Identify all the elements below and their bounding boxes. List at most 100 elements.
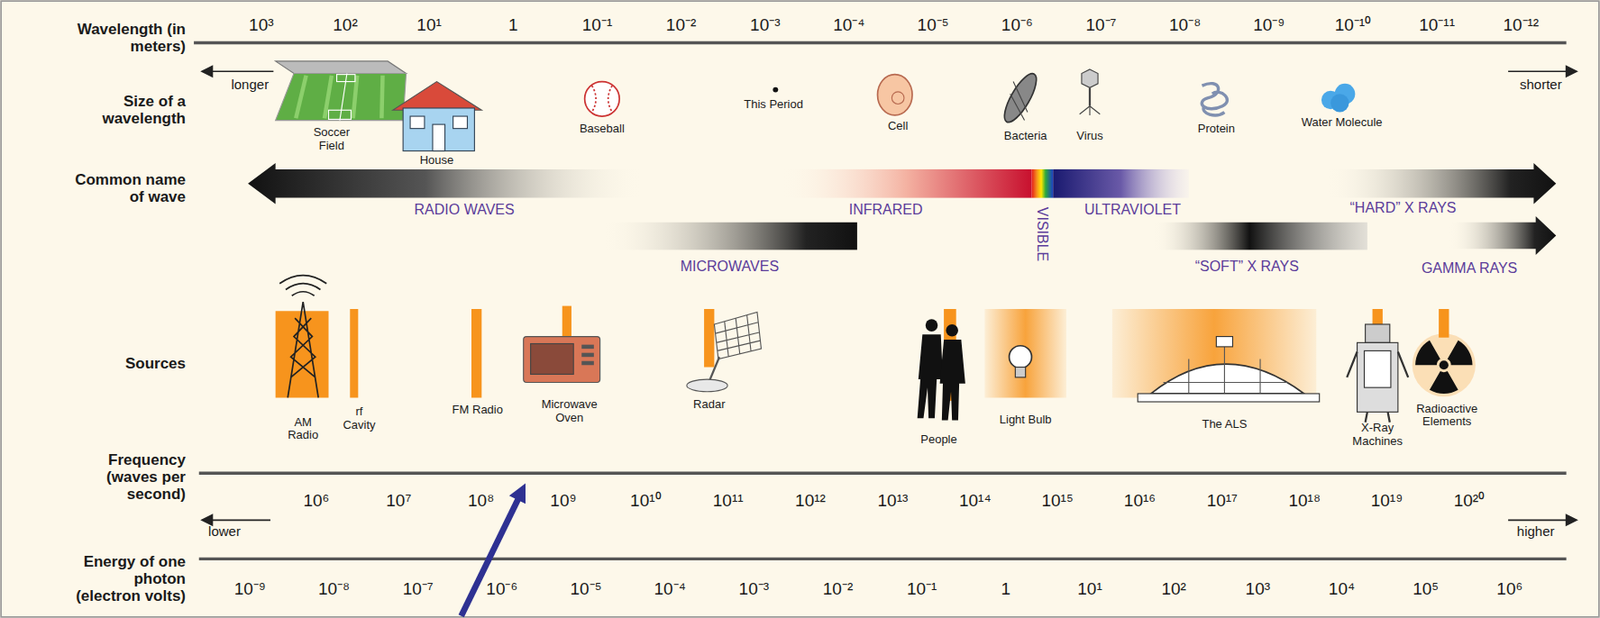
wavelength-tick: 10⁻⁹ xyxy=(1252,16,1285,36)
row-heading: Size of a wavelength xyxy=(68,92,186,128)
spectrum-path xyxy=(1415,340,1441,366)
spectrum-ellipse xyxy=(686,379,728,393)
spectrum-g xyxy=(329,73,356,121)
size-label: Virus xyxy=(1076,128,1103,143)
spectrum-rect xyxy=(1357,342,1399,412)
spectrum-rect xyxy=(402,108,475,152)
frequency-tick: 10¹⁷ xyxy=(1206,491,1238,511)
spectrum-line xyxy=(1508,519,1570,522)
size-label: Soccer Field xyxy=(307,127,357,154)
frequency-tick: 10²⁰ xyxy=(1453,491,1485,511)
spectrum-rect xyxy=(453,116,468,129)
source-label: People xyxy=(920,433,957,448)
spectrum-path xyxy=(713,311,761,359)
wave-name: ULTRAVIOLET xyxy=(1084,201,1181,219)
spectrum-path xyxy=(592,85,613,112)
spectrum-polygon xyxy=(1566,515,1577,526)
size-label: Baseball xyxy=(579,121,625,136)
spectrum-line xyxy=(461,499,519,617)
size-label: Protein xyxy=(1197,121,1235,136)
spectrum-circle xyxy=(585,82,620,117)
wavelength-tick: 10¹ xyxy=(416,16,441,36)
energy-tick: 10⁻⁵ xyxy=(569,580,602,600)
spectrum-polygon xyxy=(1448,216,1556,256)
spectrum-line xyxy=(193,41,1567,45)
wavelength-tick: 10⁻² xyxy=(666,16,696,36)
energy-tick: 10³ xyxy=(1245,580,1271,600)
spectrum-polygon xyxy=(393,82,482,111)
spectrum-path xyxy=(1429,371,1459,394)
size-label: House xyxy=(420,153,455,167)
spectrum-rect xyxy=(602,222,858,251)
spectrum-g xyxy=(917,319,966,421)
frequency-tick: 10¹⁵ xyxy=(1041,491,1073,511)
spectrum-ellipse xyxy=(877,74,913,116)
size-label: Cell xyxy=(887,119,908,134)
wavelength-tick: 10² xyxy=(332,16,357,36)
row-heading: Wavelength (in meters) xyxy=(68,20,186,55)
frequency-tick: 10¹⁹ xyxy=(1371,491,1404,511)
spectrum-polygon xyxy=(201,66,212,77)
spectrum-rect xyxy=(410,116,425,129)
spectrum-path xyxy=(1010,82,1028,121)
spectrum-g xyxy=(275,61,1356,152)
wave-name: “SOFT” X RAYS xyxy=(1195,258,1299,275)
frequency-tick: 10¹¹ xyxy=(713,491,744,511)
frequency-tick: 10⁹ xyxy=(549,491,576,511)
row-heading: Sources xyxy=(68,356,186,374)
spectrum-path xyxy=(287,301,319,398)
wavelength-tick: 10⁻⁸ xyxy=(1169,16,1201,36)
source-label: Radar xyxy=(693,398,725,412)
spectrum-rect xyxy=(523,337,601,384)
spectrum-rect xyxy=(530,343,575,375)
spectrum-line xyxy=(209,70,274,73)
energy-tick: 10⁻¹ xyxy=(906,580,937,600)
spectrum-path xyxy=(1346,352,1408,423)
spectrum-line xyxy=(209,519,271,522)
source-label: The ALS xyxy=(1201,418,1247,432)
spectrum-rect xyxy=(329,109,352,119)
frequency-tick: 10¹³ xyxy=(877,491,908,511)
energy-tick: 10⁻⁷ xyxy=(402,580,434,600)
wavelength-tick: 10⁻¹⁰ xyxy=(1334,16,1372,36)
spectrum-g xyxy=(581,345,595,366)
spectrum-circle xyxy=(1009,346,1033,369)
wave-name: INFRARED xyxy=(849,201,924,219)
source-label: Radioactive Elements xyxy=(1411,402,1483,430)
frequency-tick: 10¹⁰ xyxy=(630,491,661,511)
spectrum-g xyxy=(1412,333,1476,397)
spectrum-rect xyxy=(1364,350,1391,388)
spectrum-circle xyxy=(772,87,778,93)
spectrum-g xyxy=(193,43,1567,560)
energy-tick: 10⁶ xyxy=(1496,580,1523,600)
spectrum-rect xyxy=(349,309,358,398)
spectrum-rect xyxy=(337,74,356,83)
spectrum-line xyxy=(1508,70,1570,73)
spectrum-circle xyxy=(945,324,959,338)
spectrum-circle xyxy=(925,319,939,332)
energy-tick: 10⁻³ xyxy=(739,580,769,600)
energy-tick: 10¹ xyxy=(1077,580,1102,600)
spectrum-rect xyxy=(704,309,714,368)
row-heading: Energy of one photon (electron volts) xyxy=(68,553,186,605)
frequency-tick: 10⁸ xyxy=(467,491,494,511)
spectrum-rect xyxy=(1031,169,1053,199)
spectrum-path xyxy=(1151,364,1305,394)
energy-tick: 10⁵ xyxy=(1412,580,1439,600)
spectrum-circle xyxy=(1439,360,1449,370)
energy-tick: 10⁴ xyxy=(1328,580,1355,600)
direction-label: longer xyxy=(230,77,269,93)
energy-tick: 1 xyxy=(1001,580,1012,600)
wave-name: RADIO WAVES xyxy=(414,201,515,219)
energy-tick: 10² xyxy=(1161,580,1186,600)
spectrum-g xyxy=(275,306,1450,402)
frequency-tick: 10¹⁸ xyxy=(1288,491,1320,511)
spectrum-rect xyxy=(1216,337,1233,348)
energy-tick: 10⁻² xyxy=(822,580,853,600)
spectrum-polygon xyxy=(509,484,526,505)
source-label: FM Radio xyxy=(452,403,503,418)
spectrum-line xyxy=(709,356,720,382)
wavelength-tick: 10⁻¹² xyxy=(1502,16,1539,36)
spectrum-circle xyxy=(1412,333,1476,397)
wavelength-tick: 10⁻⁶ xyxy=(1001,16,1034,36)
